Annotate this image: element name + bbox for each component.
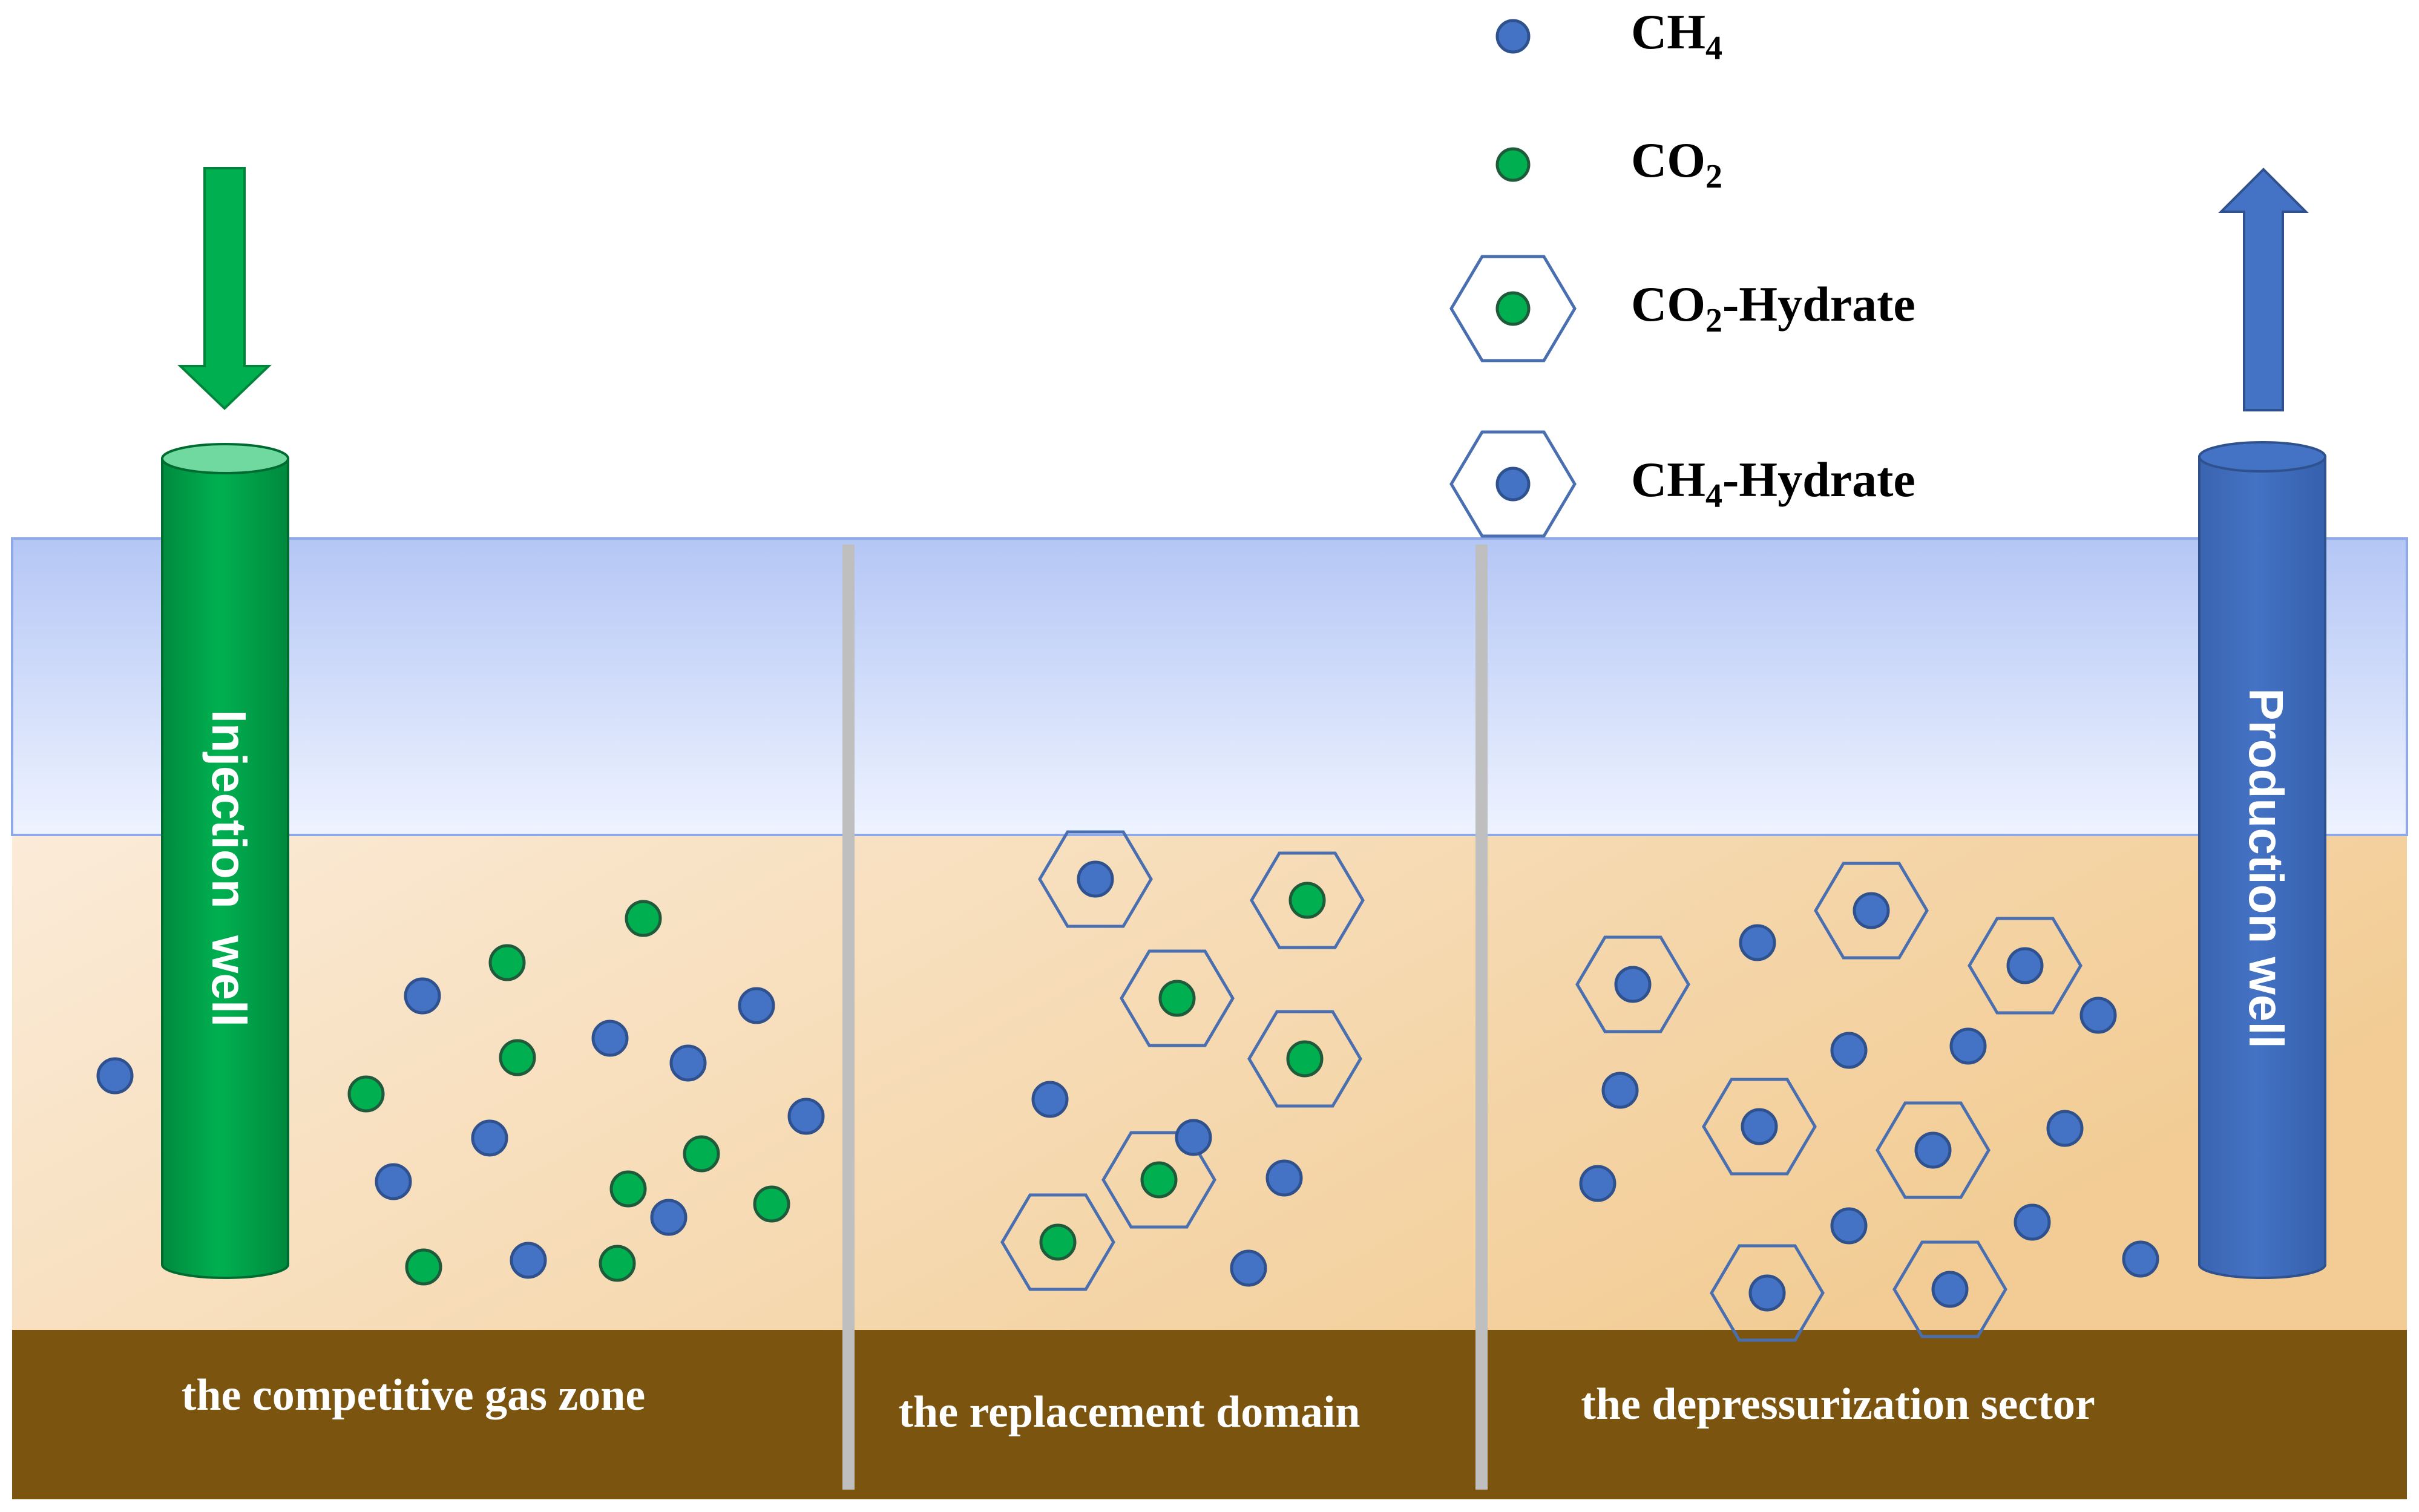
strata <box>11 537 2408 1499</box>
water-layer <box>11 537 2408 836</box>
co2-molecule <box>609 1170 647 1208</box>
ch4-hydrate-hexagon <box>1702 1078 1817 1176</box>
co2-hydrate-core <box>1288 882 1326 919</box>
ch4-hydrate-core <box>1741 1108 1778 1145</box>
ch4-hydrate-core <box>1853 892 1890 929</box>
ch4-molecule <box>471 1119 508 1157</box>
injection-down-arrow <box>177 167 272 410</box>
ch4-molecule <box>787 1098 825 1135</box>
ch4-hydrate-core <box>1077 860 1114 898</box>
co2-molecule <box>499 1039 536 1076</box>
ch4-molecule <box>2122 1240 2159 1278</box>
ch4-hydrate-core <box>1914 1131 1952 1169</box>
ch4-hydrate-hexagon <box>1814 862 1929 960</box>
co2-molecule <box>625 900 662 937</box>
ch4-hydrate-core <box>2006 947 2044 984</box>
ch4-molecule <box>1830 1207 1868 1245</box>
ch4-hydrate-core <box>1931 1271 1969 1308</box>
zone-labels: the competitive gas zone the replacement… <box>182 1370 2095 1437</box>
legend-ch4-icon <box>1495 19 1531 54</box>
co2-molecule <box>683 1135 720 1173</box>
injection-well-body <box>161 457 289 1279</box>
ch4-molecule <box>1265 1159 1303 1197</box>
co2-molecule <box>753 1185 790 1223</box>
legend-co2-hydrate-core-icon <box>1495 291 1531 326</box>
co2-hydrate-core <box>1158 980 1196 1017</box>
zone-label-depressurization: the depressurization sector <box>1581 1379 2095 1429</box>
zone-label-replacement: the replacement domain <box>898 1387 1360 1437</box>
co2-molecule <box>347 1075 385 1113</box>
production-well: Production well <box>2198 441 2326 1279</box>
ch4-hydrate-hexagon <box>1710 1244 1825 1342</box>
co2-hydrate-core <box>1286 1040 1324 1078</box>
ch4-molecule <box>1830 1032 1868 1069</box>
injection-well-top <box>161 443 289 474</box>
legend-co2-icon <box>1495 147 1531 182</box>
legend-co2-label: CO2 <box>1631 133 1722 195</box>
divider-right <box>1475 545 1488 1490</box>
replacement-zone-molecules <box>1000 830 1365 1291</box>
ch4-molecule <box>650 1199 688 1236</box>
co2-hydrate-hexagon <box>1250 851 1365 949</box>
ch4-molecule <box>669 1044 707 1082</box>
co2-molecule <box>488 944 526 981</box>
production-well-label: Production well <box>2239 688 2293 1049</box>
co2-hydrate-core <box>1140 1161 1178 1199</box>
ch4-molecule <box>1175 1119 1212 1156</box>
ch4-molecule <box>375 1163 412 1200</box>
bedrock-layer <box>12 1330 2407 1499</box>
co2-molecule <box>405 1248 442 1286</box>
ch4-hydrate-core <box>1614 966 1652 1003</box>
ch4-molecule <box>1739 924 1776 961</box>
legend-co2-hydrate-label: CO2-Hydrate <box>1631 277 1915 339</box>
zone-dividers <box>842 545 1488 1490</box>
co2-hydrate-core <box>1039 1223 1077 1261</box>
co2-hydrate-hexagon <box>1000 1193 1115 1291</box>
ch4-hydrate-hexagon <box>1575 935 1690 1033</box>
ch4-hydrate-hexagon <box>1892 1240 2007 1338</box>
co2-hydrate-hexagon <box>1120 949 1235 1047</box>
ch4-hydrate-core <box>1748 1274 1786 1312</box>
ch4-molecule <box>738 987 775 1024</box>
ch4-molecule <box>1031 1081 1069 1118</box>
ch4-molecule <box>1949 1027 1987 1065</box>
ch4-molecule <box>2079 997 2117 1034</box>
ch4-molecule <box>510 1242 547 1279</box>
ch4-molecule <box>1230 1249 1267 1287</box>
injection-well: Injection well <box>161 443 289 1279</box>
divider-left <box>842 545 855 1490</box>
ch4-hydrate-hexagon <box>1038 830 1153 928</box>
ch4-hydrate-hexagon <box>1968 917 2083 1015</box>
legend-ch4-hydrate-label: CH4-Hydrate <box>1631 452 1915 515</box>
ch4-hydrate-hexagon <box>1876 1101 1991 1199</box>
depressurization-zone-molecules <box>1575 862 2159 1342</box>
legend: CH4 CO2 CO2-Hydrate CH4-Hydrate <box>1449 4 1915 538</box>
ch4-molecule <box>96 1057 134 1095</box>
sediment-layer <box>12 830 2407 1334</box>
competitive-zone-molecules <box>96 900 825 1286</box>
production-well-body <box>2198 456 2326 1279</box>
legend-ch4-hydrate-core-icon <box>1495 466 1531 502</box>
ch4-molecule <box>1601 1072 1639 1109</box>
ch4-molecule <box>591 1019 629 1057</box>
co2-molecule <box>599 1245 636 1282</box>
legend-ch4-hydrate-hexagon-icon <box>1449 430 1577 538</box>
legend-ch4-label: CH4 <box>1631 4 1722 67</box>
production-up-arrow <box>2218 168 2309 411</box>
ch4-molecule <box>1579 1165 1616 1202</box>
ch4-molecule <box>2046 1110 2084 1147</box>
zone-label-competitive: the competitive gas zone <box>182 1370 646 1420</box>
ch4-molecule <box>404 977 441 1015</box>
production-well-top <box>2198 441 2326 473</box>
legend-co2-hydrate-hexagon-icon <box>1449 255 1577 362</box>
co2-hydrate-hexagon <box>1247 1010 1362 1108</box>
injection-well-label: Injection well <box>202 710 256 1027</box>
ch4-molecule <box>2014 1203 2051 1241</box>
